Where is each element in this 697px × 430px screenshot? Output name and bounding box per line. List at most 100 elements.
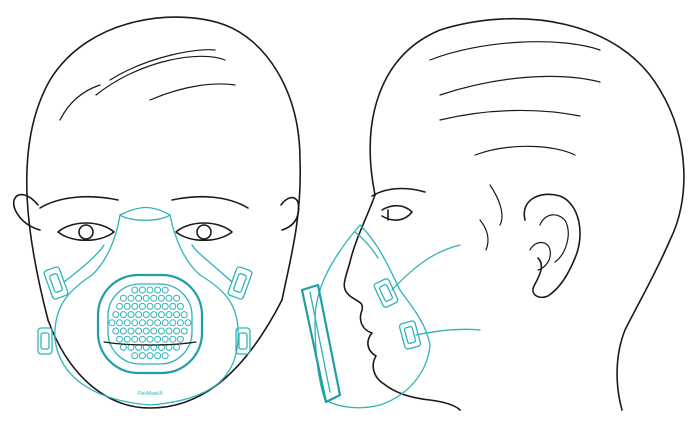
- filter-hole: [120, 295, 126, 301]
- filter-hole: [124, 336, 130, 342]
- filter-hole: [162, 353, 168, 359]
- cheek-line-1: [490, 185, 502, 225]
- filter-hole: [139, 287, 145, 293]
- side-buckle-upper: [373, 278, 398, 308]
- filter-hole: [151, 328, 157, 334]
- filter-hole: [143, 295, 149, 301]
- filter-hole: [155, 320, 161, 326]
- filter-hole: [162, 287, 168, 293]
- side-hair-4: [475, 146, 575, 155]
- right-upper-strap: [192, 245, 232, 282]
- filter-hole: [143, 312, 149, 318]
- filter-hole: [170, 336, 176, 342]
- filter-hole: [113, 312, 119, 318]
- filter-hole: [136, 312, 142, 318]
- side-view-mask: [302, 225, 480, 408]
- filter-hole: [143, 328, 149, 334]
- filter-hole: [132, 336, 138, 342]
- filter-hole: [120, 344, 126, 350]
- filter-hole: [181, 312, 187, 318]
- filter-hole: [147, 353, 153, 359]
- filter-hole: [147, 320, 153, 326]
- side-hair-3: [440, 110, 580, 120]
- filter-hole: [151, 295, 157, 301]
- filter-hole: [174, 295, 180, 301]
- filter-hole: [139, 336, 145, 342]
- filter-hole: [162, 336, 168, 342]
- side-view-head: [344, 19, 684, 410]
- filter-hole: [170, 303, 176, 309]
- filter-hole: [109, 320, 115, 326]
- side-upper-strap: [392, 245, 460, 290]
- filter-hole: [128, 312, 134, 318]
- filter-hole: [124, 320, 130, 326]
- ear-inner: [540, 215, 568, 262]
- left-eyebrow: [40, 197, 118, 208]
- ear-concha: [530, 243, 550, 271]
- right-eyebrow: [172, 197, 248, 208]
- filter-hole: [155, 336, 161, 342]
- filter-hole: [128, 295, 134, 301]
- left-pupil: [79, 225, 93, 239]
- filter-hole: [181, 328, 187, 334]
- filter-inner: [108, 284, 192, 364]
- filter-hole: [155, 303, 161, 309]
- filter-hole: [166, 295, 172, 301]
- filter-hole: [174, 344, 180, 350]
- filter-hole: [117, 320, 123, 326]
- left-strap-buckle-lower: [38, 328, 52, 354]
- filter-hole: [158, 312, 164, 318]
- left-upper-strap: [64, 245, 104, 282]
- side-eye: [382, 206, 412, 220]
- hair-line-3: [150, 84, 235, 100]
- mask-nose-bridge: [120, 208, 170, 216]
- filter-holes: [109, 287, 191, 359]
- hair-line-1: [96, 56, 225, 95]
- filter-hole: [162, 320, 168, 326]
- filter-hole: [147, 303, 153, 309]
- filter-hole: [128, 344, 134, 350]
- right-pupil: [197, 225, 211, 239]
- front-view-mask: FlexMask®: [38, 208, 253, 406]
- filter-hole: [128, 328, 134, 334]
- filter-hole: [158, 328, 164, 334]
- filter-hole: [162, 303, 168, 309]
- filter-hole: [124, 303, 130, 309]
- filter-hole: [174, 312, 180, 318]
- side-mask-shell: [315, 225, 430, 408]
- filter-hole: [139, 303, 145, 309]
- filter-hole: [132, 287, 138, 293]
- filter-hole: [155, 287, 161, 293]
- filter-hole: [155, 353, 161, 359]
- filter-hole: [151, 312, 157, 318]
- left-strap-buckle-upper: [43, 266, 68, 300]
- filter-hole: [166, 328, 172, 334]
- filter-hole: [170, 320, 176, 326]
- filter-hole: [166, 344, 172, 350]
- side-hair-1: [430, 42, 600, 60]
- filter-hole: [117, 336, 123, 342]
- filter-hole: [120, 328, 126, 334]
- right-strap-buckle-upper: [227, 266, 252, 300]
- filter-hole: [177, 320, 183, 326]
- filter-hole: [185, 320, 191, 326]
- filter-hole: [147, 336, 153, 342]
- filter-hole: [132, 353, 138, 359]
- filter-hole: [139, 320, 145, 326]
- cheek-line-2: [480, 220, 488, 250]
- filter-hole: [158, 295, 164, 301]
- side-hair-2: [440, 76, 600, 95]
- filter-hole: [117, 303, 123, 309]
- filter-hole: [136, 295, 142, 301]
- filter-hole: [113, 328, 119, 334]
- side-eyebrow: [372, 189, 425, 196]
- mask-brand-label: FlexMask®: [137, 390, 162, 397]
- filter-hole: [177, 336, 183, 342]
- filter-hole: [174, 328, 180, 334]
- filter-hole: [177, 303, 183, 309]
- filter-hole: [139, 353, 145, 359]
- filter-hole: [132, 320, 138, 326]
- filter-hole: [147, 287, 153, 293]
